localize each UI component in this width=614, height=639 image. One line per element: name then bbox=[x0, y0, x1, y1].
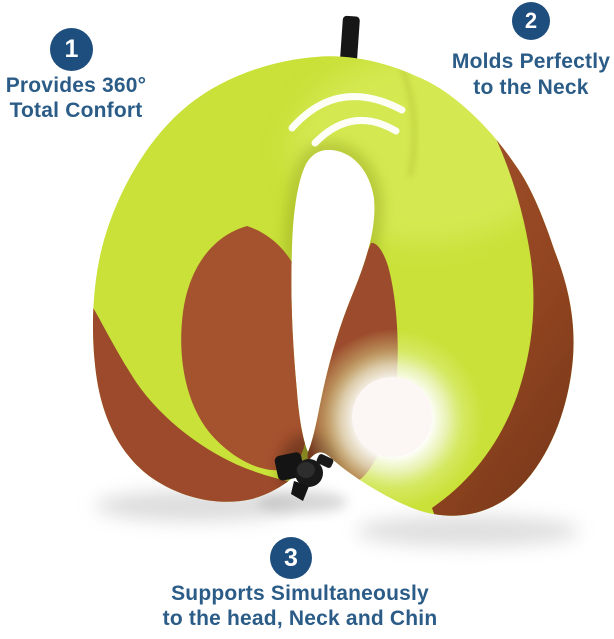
callout-3-badge: 3 bbox=[270, 537, 312, 579]
clasp bbox=[274, 452, 334, 501]
callout-3-line-2: to the head, Neck and Chin bbox=[162, 607, 438, 630]
left-pit-patch bbox=[181, 226, 314, 471]
drop-shadow bbox=[95, 491, 580, 547]
callout-3-label: Supports Simultaneously to the head, Nec… bbox=[95, 581, 505, 631]
glow-highlight bbox=[304, 329, 484, 509]
callout-3-line-1: Supports Simultaneously bbox=[171, 582, 429, 605]
callout-1-label: Provides 360° Total Confort bbox=[0, 73, 152, 123]
callout-1-line-2: Total Confort bbox=[9, 99, 143, 122]
callout-1-line-1: Provides 360° bbox=[5, 74, 147, 97]
callout-1-badge: 1 bbox=[50, 28, 93, 71]
callout-2-line-2: to the Neck bbox=[473, 76, 589, 99]
shine-arcs bbox=[288, 93, 406, 147]
right-outer-brown bbox=[432, 107, 574, 516]
callout-2-label: Molds Perfectly to the Neck bbox=[444, 49, 614, 101]
seam-crease bbox=[400, 67, 417, 177]
callout-2-line-1: Molds Perfectly bbox=[451, 50, 611, 73]
hang-tag bbox=[340, 15, 360, 65]
callout-2-badge: 2 bbox=[512, 2, 550, 40]
